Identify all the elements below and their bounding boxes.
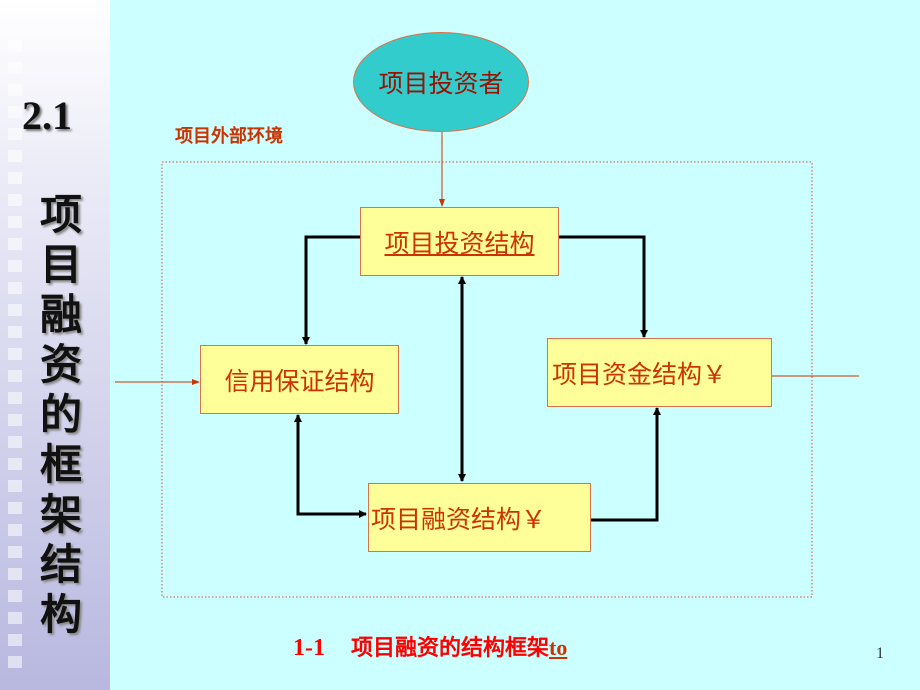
slide-title: 项目融资的框架结构 xyxy=(40,190,83,639)
caption-text: 项目融资的结构框架 xyxy=(351,636,550,661)
figure-caption: 1-1 项目融资的结构框架to xyxy=(293,630,567,662)
arrow-investment-to-credit xyxy=(302,235,360,345)
page-number: 1 xyxy=(876,645,884,662)
financing-structure-node: 项目融资结构￥ xyxy=(368,483,591,552)
credit-structure-node: 信用保证结构 xyxy=(200,345,399,414)
funds-structure-node: 项目资金结构￥ xyxy=(547,338,772,407)
arrow-investment-to-funds xyxy=(558,235,648,338)
arrow-funds-financing xyxy=(571,407,661,524)
investment-structure-link[interactable]: 项目投资结构 xyxy=(360,207,559,276)
external-environment-label: 项目外部环境 xyxy=(175,126,283,147)
sidebar: 2.1 项目融资的框架结构 xyxy=(0,0,110,690)
project-investor-node: 项目投资者 xyxy=(353,32,529,132)
caption-number: 1-1 xyxy=(293,635,325,661)
section-number: 2.1 xyxy=(22,93,72,138)
caption-link[interactable]: to xyxy=(549,635,568,660)
arrow-credit-financing xyxy=(294,414,367,518)
